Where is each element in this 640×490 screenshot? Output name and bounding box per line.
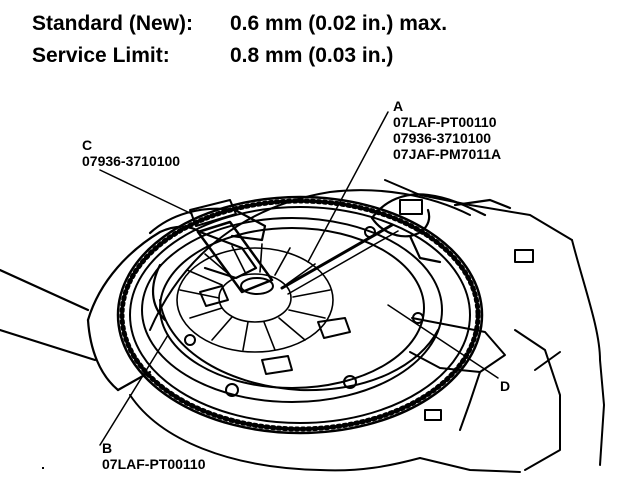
- callout-a: A 07LAF-PT00110 07936-3710100 07JAF-PM70…: [393, 98, 501, 162]
- straight-edge-bar: [280, 223, 399, 295]
- callout-a-part-1: 07LAF-PT00110: [393, 114, 497, 130]
- leader-b: [99, 334, 169, 446]
- left-hand: [0, 207, 267, 392]
- callout-d-letter: D: [500, 378, 511, 394]
- spec-service-limit-label: Service Limit:: [32, 44, 170, 67]
- flywheel-ring-gear: [116, 195, 484, 435]
- leader-lines: [99, 111, 499, 446]
- callout-c: C 07936-3710100: [82, 137, 180, 169]
- spec-standard-label: Standard (New):: [32, 12, 194, 35]
- callout-a-letter: A: [393, 98, 404, 114]
- spec-service-limit: Service Limit: 0.8 mm (0.03 in.): [32, 44, 512, 68]
- right-hand: [370, 193, 512, 264]
- spec-standard: Standard (New): 0.6 mm (0.02 in.) max.: [32, 12, 512, 36]
- housing-outline: [129, 179, 605, 473]
- callout-b-letter: B: [102, 440, 113, 456]
- leader-d: [387, 304, 499, 379]
- pressure-plate-cover: [141, 217, 443, 403]
- spec-standard-value: 0.6 mm (0.02 in.) max.: [230, 12, 448, 35]
- spec-service-limit-value: 0.8 mm (0.03 in.): [230, 44, 394, 67]
- corner-dot: [42, 467, 44, 469]
- callout-c-letter: C: [82, 137, 93, 153]
- callout-b-part-1: 07LAF-PT00110: [102, 456, 206, 472]
- diaphragm-spring: [176, 243, 334, 353]
- callout-a-part-3: 07JAF-PM7011A: [393, 146, 502, 162]
- leader-a: [307, 111, 389, 263]
- callout-b: B 07LAF-PT00110: [102, 440, 206, 472]
- leader-c: [99, 169, 193, 215]
- callout-a-part-2: 07936-3710100: [393, 130, 492, 146]
- alignment-shaft: [189, 199, 274, 295]
- callout-d: D: [500, 378, 510, 394]
- callout-c-part-1: 07936-3710100: [82, 153, 181, 169]
